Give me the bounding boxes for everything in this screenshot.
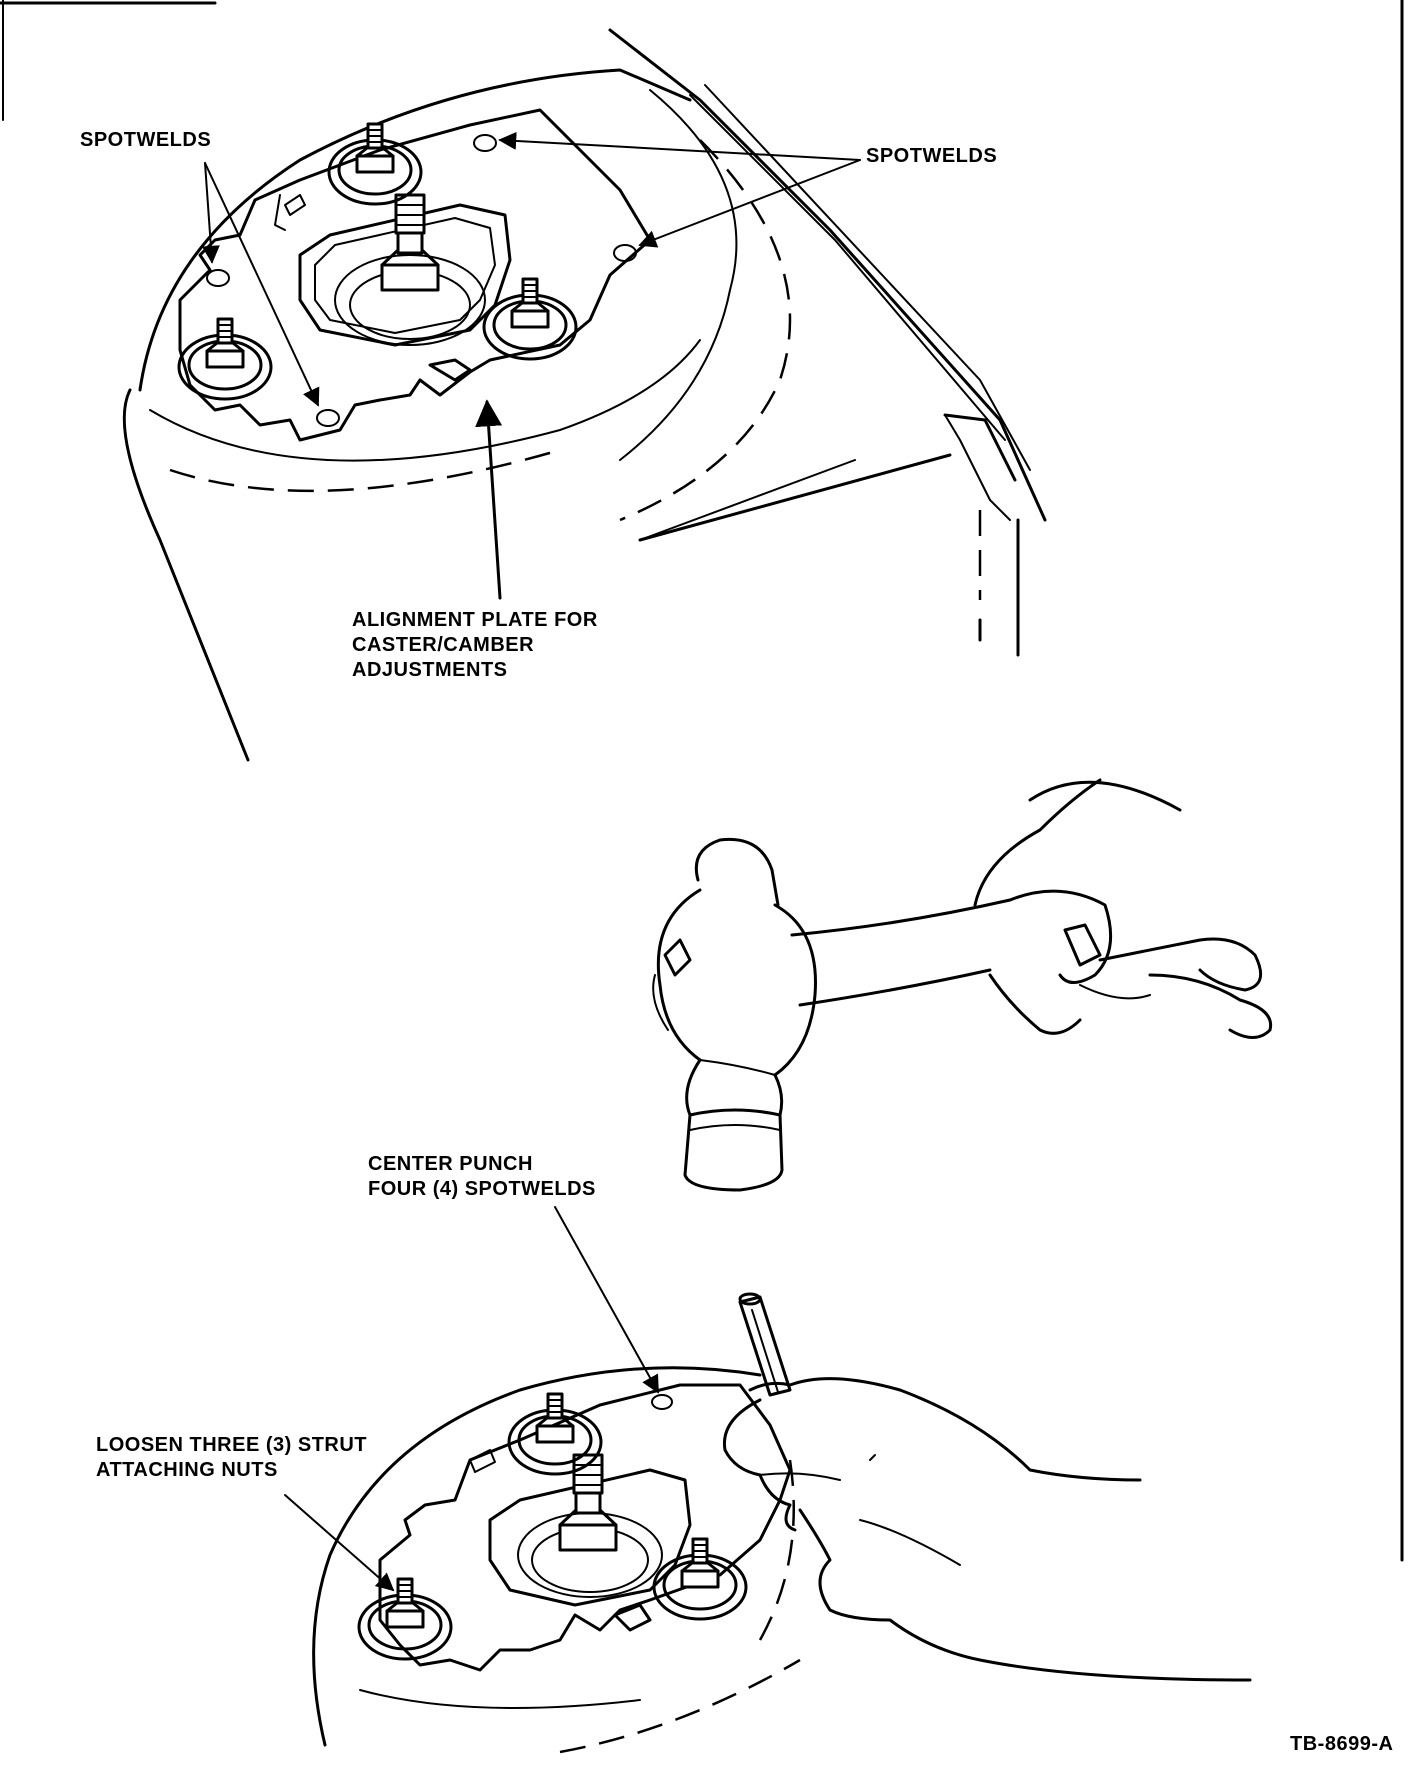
hand-icon [973,778,1273,1039]
loosen-nuts-label-line1: LOOSEN THREE (3) STRUT [96,1434,368,1456]
center-punch-label: CENTER PUNCH FOUR (4) SPOTWELDS [368,1152,596,1202]
center-punch-icon [738,1292,792,1397]
loosen-nuts-label: LOOSEN THREE (3) STRUT ATTACHING NUTS [96,1433,367,1483]
hammer-icon [652,837,1012,1192]
strut-tower-top-view [122,28,1047,762]
center-punch-label-line1: CENTER PUNCH [368,1153,533,1175]
center-punch-label-line2: FOUR (4) SPOTWELDS [368,1178,596,1200]
alignment-plate-label-line2: CASTER/CAMBER [352,634,535,656]
alignment-plate-label-line1: ALIGNMENT PLATE FOR [352,609,598,631]
spotwelds-label-left: SPOTWELDS [80,129,212,151]
loosen-nuts-label-line2: ATTACHING NUTS [96,1459,278,1481]
hand-icon [722,1377,1252,1682]
alignment-plate-label: ALIGNMENT PLATE FOR CASTER/CAMBER ADJUST… [352,608,598,683]
spotwelds-label-right: SPOTWELDS [866,145,998,167]
figure-id: TB-8699-A [1290,1733,1394,1755]
strut-tower-bottom-view [312,1366,801,1754]
alignment-plate-label-line3: ADJUSTMENTS [352,659,508,681]
